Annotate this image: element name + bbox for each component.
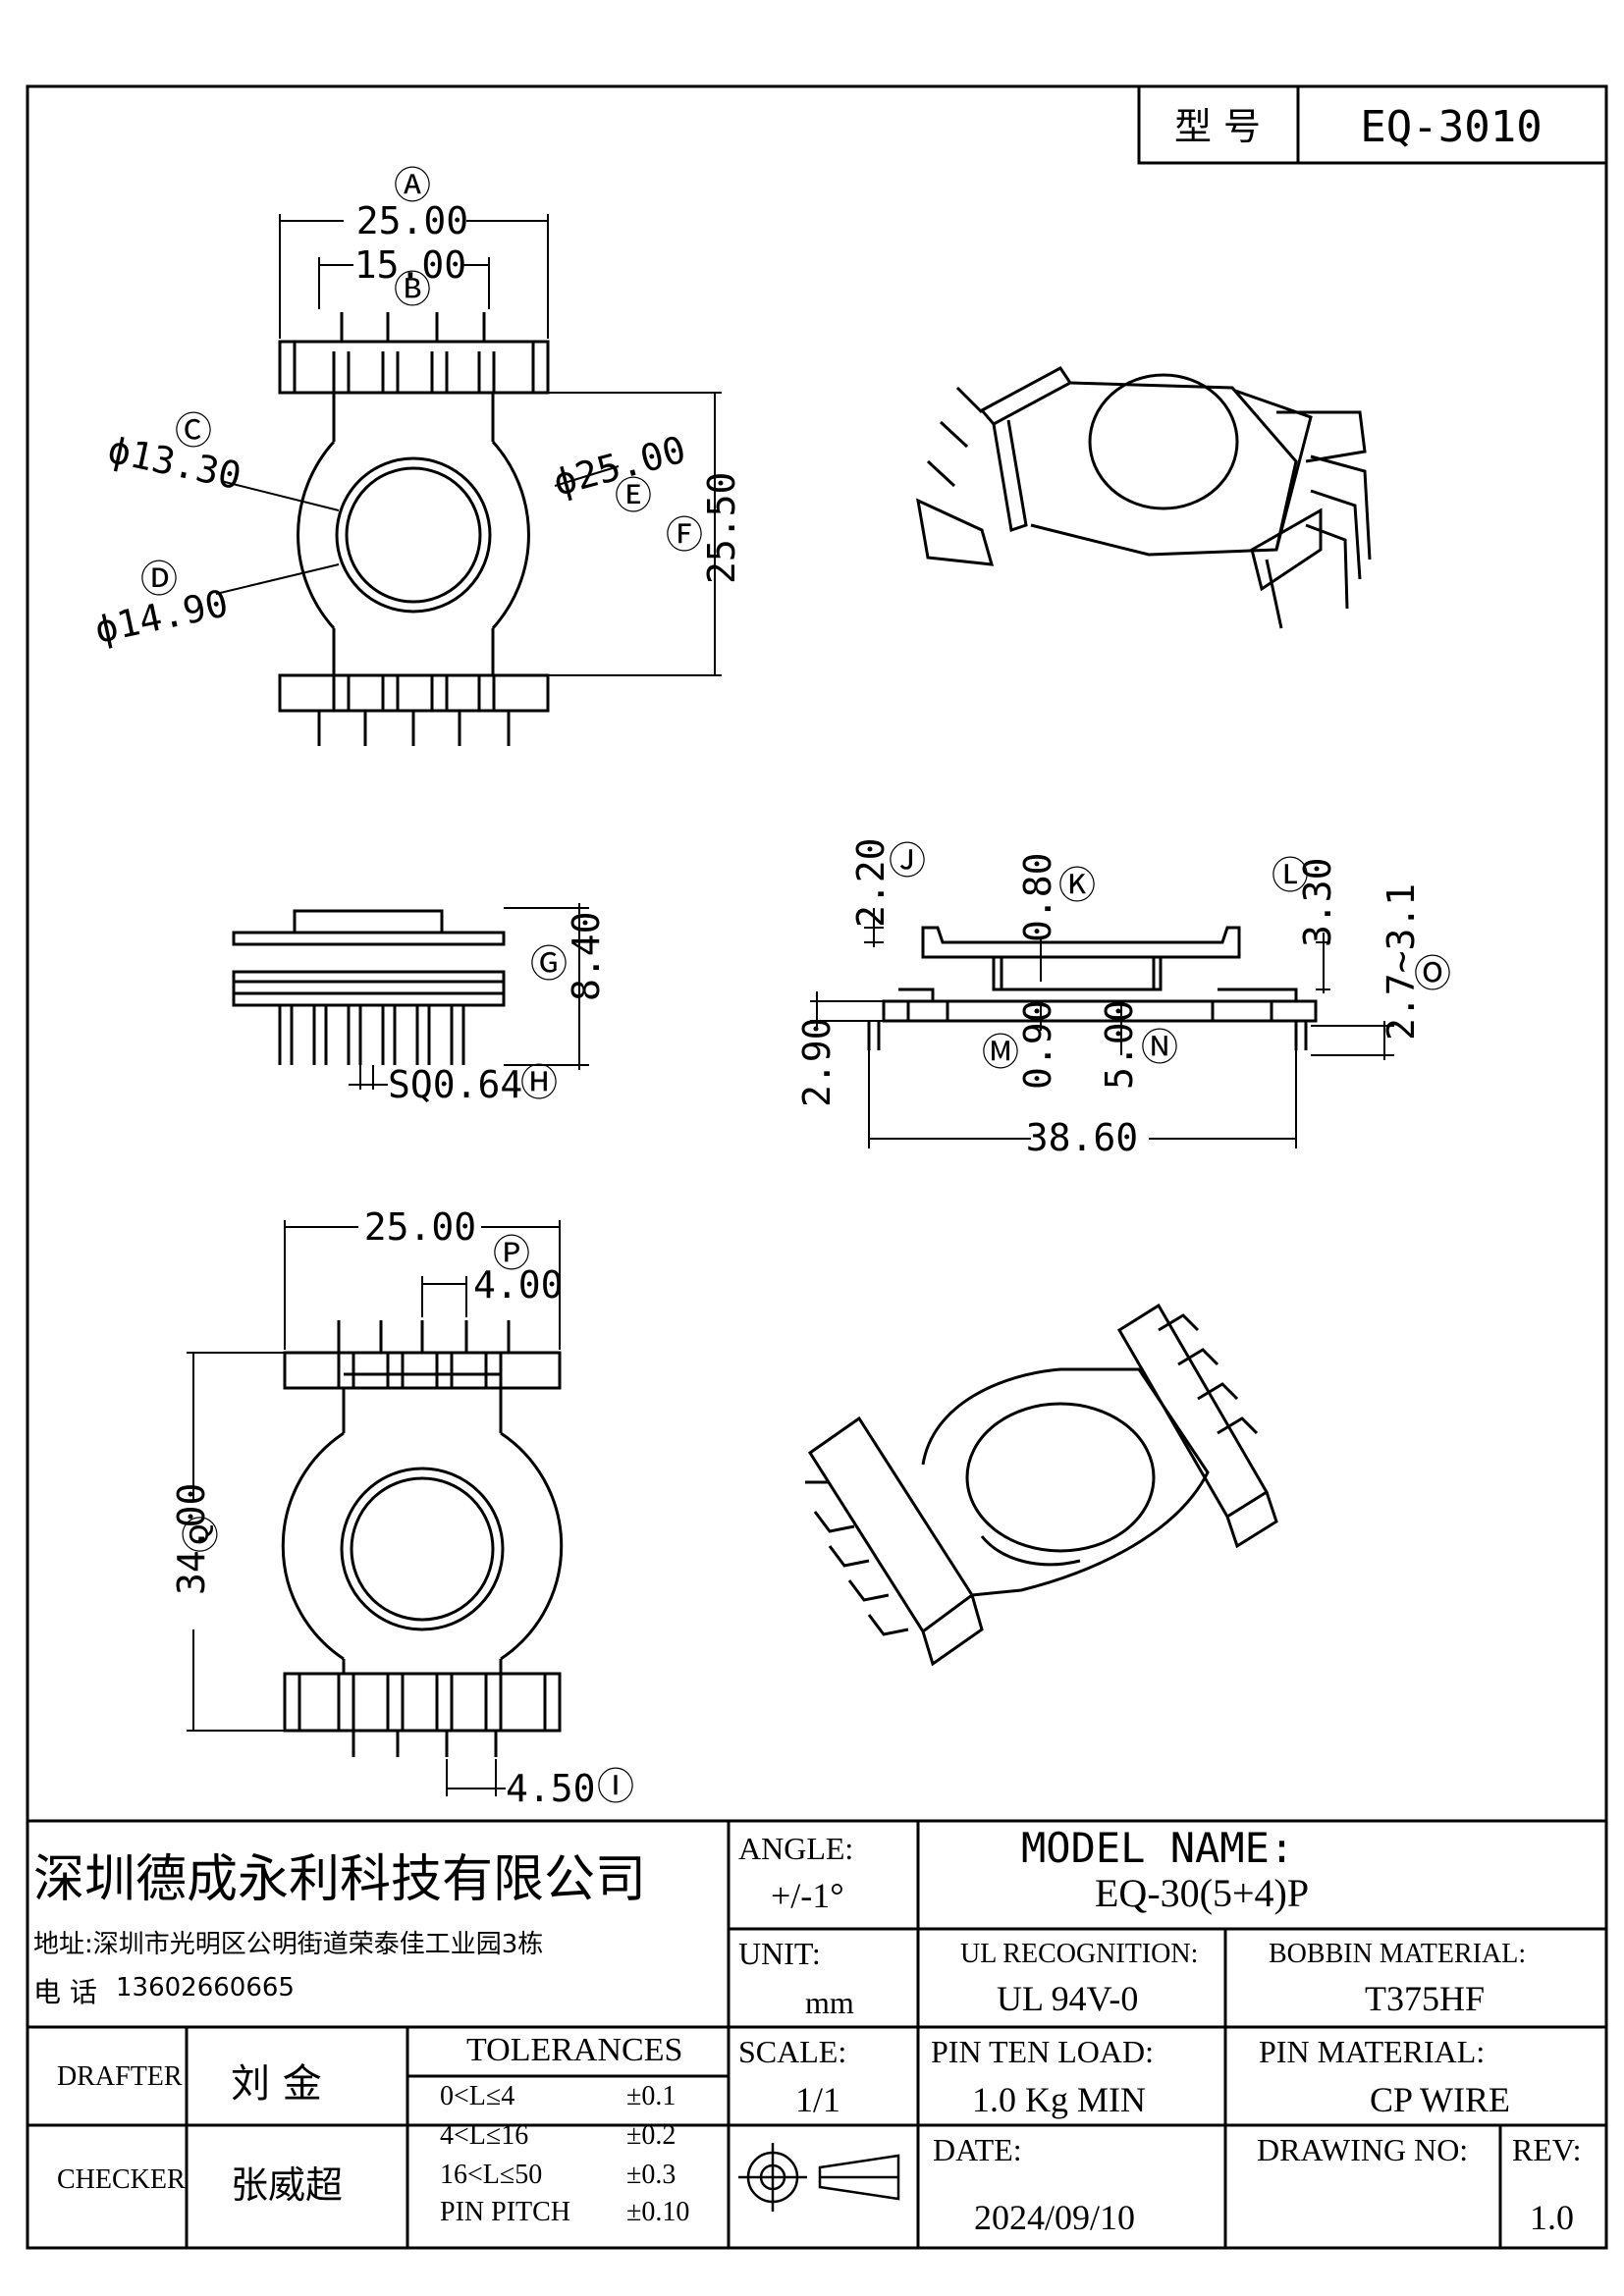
side-view-2: [810, 908, 1394, 1148]
drafter-label: DRAFTER: [57, 2061, 183, 2092]
model-value: EQ-3010: [1360, 102, 1542, 152]
top-view-1: [215, 214, 722, 746]
marker-F: Ⓕ: [666, 513, 703, 557]
checker-value: 张威超: [231, 2163, 344, 2207]
marker-B: Ⓑ: [394, 268, 431, 311]
pin-load-value: 1.0 Kg MIN: [972, 2080, 1146, 2119]
checker-label: CHECKER: [57, 2164, 186, 2195]
dim-K: 0.80: [1016, 852, 1059, 942]
iso-view-2: [805, 1303, 1278, 1667]
title-block-grid: [27, 1819, 1606, 2248]
dim-A: 25.00: [356, 199, 468, 242]
marker-E: Ⓔ: [615, 474, 652, 517]
date-clip: 2024/09/10: [923, 2181, 1218, 2244]
drawing-no-label: DRAWING NO:: [1257, 2132, 1469, 2167]
marker-D: Ⓓ: [140, 558, 178, 601]
rev-clip: 1.0: [1504, 2181, 1602, 2244]
dim-Q: 34.00: [170, 1483, 213, 1595]
scale-label: SCALE:: [738, 2034, 847, 2069]
phone-value: 13602660665: [116, 1973, 295, 2002]
dim-P: 4.00: [473, 1263, 564, 1307]
rev-value: 1.0: [1530, 2198, 1574, 2237]
iso-view-1: [916, 366, 1372, 629]
drafter-value: 刘 金: [231, 2061, 322, 2107]
bobbin-material-value: T375HF: [1365, 1979, 1486, 2018]
marker-G: Ⓖ: [530, 942, 568, 986]
sheet-border: [26, 84, 1608, 2250]
ul-value: UL 94V-0: [997, 1979, 1139, 2018]
angle-value: +/-1°: [771, 1876, 844, 1915]
side-view-1: [232, 903, 589, 1090]
tolerance-range: 16<L≤50: [440, 2160, 543, 2190]
tolerance-value: ±0.1: [626, 2081, 677, 2111]
marker-A: Ⓐ: [394, 164, 431, 207]
marker-O: Ⓞ: [1414, 952, 1451, 995]
tolerance-value: ±0.10: [626, 2197, 690, 2227]
company-name: 深圳德成永利科技有限公司: [33, 1850, 647, 1909]
company-address: 地址:深圳市光明区公明街道荣泰佳工业园3栋: [33, 1930, 544, 1959]
dim-B: 15.00: [354, 243, 466, 287]
bobbin-material-label: BOBBIN MATERIAL:: [1269, 1939, 1527, 1969]
angle-label: ANGLE:: [738, 1831, 854, 1866]
marker-C: Ⓒ: [175, 409, 212, 453]
tolerance-value: ±0.3: [626, 2160, 677, 2190]
dim-G: 8.40: [565, 911, 608, 1001]
marker-M: Ⓜ: [982, 1031, 1019, 1074]
tolerances-label: TOLERANCES: [466, 2032, 683, 2068]
dim-S: 38.60: [1026, 1116, 1138, 1159]
tolerance-range: 0<L≤4: [440, 2081, 515, 2111]
model-label: 型 号: [1174, 105, 1261, 148]
dim-T: 25.00: [364, 1205, 476, 1249]
pin-material-label: PIN MATERIAL:: [1259, 2034, 1486, 2069]
model-name-value: EQ-30(5+4)P: [1095, 1871, 1310, 1915]
projection-symbol: [738, 2143, 900, 2212]
tolerance-range: PIN PITCH: [440, 2197, 571, 2227]
date-label: DATE:: [933, 2132, 1022, 2167]
marker-P: Ⓟ: [493, 1232, 530, 1275]
dim-M: 0.90: [1016, 999, 1059, 1090]
marker-H: Ⓗ: [520, 1061, 558, 1104]
date-value: 2024/09/10: [974, 2198, 1136, 2237]
header-box: [1137, 84, 1608, 165]
unit-value: mm: [805, 1985, 854, 2020]
unit-label: UNIT:: [738, 1936, 821, 1971]
dim-O: 2.7~3.1: [1380, 883, 1423, 1041]
model-name-label: MODEL NAME:: [1021, 1824, 1295, 1872]
ul-label: UL RECOGNITION:: [960, 1939, 1199, 1969]
dim-H: SQ0.64: [388, 1063, 522, 1106]
phone-label: 电 话: [33, 1976, 97, 2008]
marker-I: Ⓘ: [597, 1765, 634, 1808]
scale-value: 1/1: [795, 2080, 841, 2119]
marker-K: Ⓚ: [1058, 864, 1096, 907]
rev-label: REV:: [1512, 2132, 1582, 2167]
marker-N: Ⓝ: [1141, 1026, 1178, 1069]
pin-load-label: PIN TEN LOAD:: [931, 2034, 1154, 2069]
dim-L: 3.30: [1296, 857, 1339, 947]
top-view-2: [187, 1220, 564, 1796]
dim-R: 2.90: [795, 1017, 839, 1107]
dim-J: 2.20: [849, 837, 893, 928]
tolerance-value: ±0.2: [626, 2120, 677, 2151]
pin-material-value: CP WIRE: [1370, 2080, 1511, 2119]
marker-L: Ⓛ: [1272, 854, 1309, 897]
dim-I: 4.50: [506, 1767, 596, 1810]
tolerance-range: 4<L≤16: [440, 2120, 529, 2151]
tolerance-list: 0<L≤4 ±0.1 4<L≤16 ±0.2 16<L≤50 ±0.3 PIN …: [412, 2079, 725, 2244]
dim-F: 25.50: [700, 472, 743, 584]
dim-N: 5.00: [1098, 999, 1141, 1090]
marker-Q: Ⓠ: [180, 1516, 223, 1553]
marker-J: Ⓙ: [889, 839, 926, 882]
